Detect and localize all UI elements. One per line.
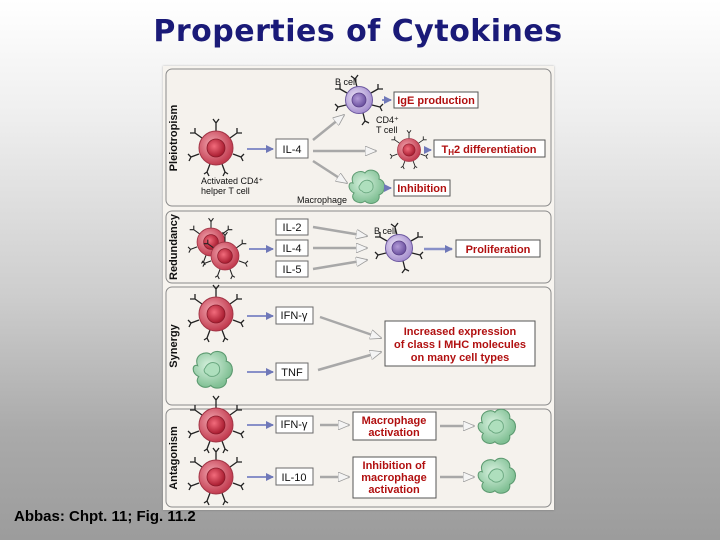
ifn-gamma-label: IFN-γ bbox=[281, 310, 308, 322]
figure-svg: Pleiotropism Activated CD4⁺ helper T cel… bbox=[165, 68, 552, 508]
il4-label: IL-4 bbox=[283, 144, 302, 156]
arrow-il5-to-b-cell bbox=[312, 260, 367, 271]
activation-line-1: Macrophage bbox=[362, 415, 427, 427]
tnf-label: TNF bbox=[281, 367, 303, 379]
antagonism-panel: Antagonism IFN-γ Macrophage activation I… bbox=[165, 395, 552, 508]
synergy-label: Synergy bbox=[168, 323, 180, 367]
ige-production-box bbox=[393, 91, 479, 109]
inhibition-box bbox=[393, 179, 451, 197]
il10-box bbox=[275, 467, 314, 486]
inhibition-line-1: Inhibition of bbox=[363, 460, 426, 472]
inhibition-of-activation-box bbox=[352, 456, 437, 499]
arrow-to-macrophage bbox=[312, 159, 347, 183]
mhc-expression-box bbox=[384, 320, 536, 367]
macrophage-activation-box bbox=[352, 411, 437, 441]
ige-production-label: IgE production bbox=[397, 95, 475, 107]
antagonism-label: Antagonism bbox=[168, 426, 180, 490]
activated-cd4-label: Activated CD4⁺ bbox=[201, 176, 264, 186]
il4-box-2 bbox=[275, 239, 309, 257]
arrow-to-b-cell bbox=[312, 115, 344, 141]
resting-macrophage-icon bbox=[477, 457, 517, 494]
il2-label: IL-2 bbox=[283, 222, 302, 234]
mhc-line-2: of class I MHC molecules bbox=[394, 339, 526, 351]
macrophage-label: Macrophage bbox=[297, 195, 347, 205]
slide-title: Properties of Cytokines bbox=[153, 14, 563, 49]
mhc-line-3: on many cell types bbox=[411, 352, 509, 364]
il4-box bbox=[275, 138, 309, 159]
il10-label: IL-10 bbox=[281, 472, 306, 484]
cytokine-properties-figure: Pleiotropism Activated CD4⁺ helper T cel… bbox=[163, 66, 554, 510]
cd4-label: CD4⁺ bbox=[376, 115, 399, 125]
tnf-box bbox=[275, 362, 309, 381]
ifn-gamma-label-2: IFN-γ bbox=[281, 419, 308, 431]
macrophage-icon bbox=[348, 169, 386, 204]
arrow-tnf-to-result bbox=[317, 352, 381, 372]
mhc-line-1: Increased expression bbox=[404, 326, 517, 338]
inhibition-label: Inhibition bbox=[397, 183, 447, 195]
pleiotropism-panel: Pleiotropism Activated CD4⁺ helper T cel… bbox=[165, 68, 552, 207]
synergy-panel: Synergy IFN-γ TNF Increased expression o… bbox=[165, 284, 552, 406]
il5-box bbox=[275, 260, 309, 278]
ifn-gamma-box bbox=[275, 306, 314, 325]
arrow-ifn-to-result bbox=[319, 315, 381, 338]
th2-differentiation-box bbox=[433, 139, 546, 158]
proliferation-label: Proliferation bbox=[466, 244, 531, 256]
activation-line-2: activation bbox=[368, 427, 420, 439]
pleiotropism-label: Pleiotropism bbox=[168, 104, 180, 171]
figure-caption: Abbas: Chpt. 11; Fig. 11.2 bbox=[14, 508, 196, 525]
proliferation-box bbox=[455, 239, 541, 258]
redundancy-panel: Redundancy IL-2 IL-4 IL-5 B cell Prolife… bbox=[165, 210, 552, 284]
il5-label: IL-5 bbox=[283, 264, 302, 276]
ifn-gamma-box-2 bbox=[275, 415, 314, 434]
macrophage-icon-synergy bbox=[192, 350, 233, 389]
helper-t-cell-label: helper T cell bbox=[201, 186, 250, 196]
redundancy-label: Redundancy bbox=[168, 213, 180, 280]
th2-differentiation-label: TH2 differentiation bbox=[441, 144, 536, 157]
inhibition-line-2: macrophage bbox=[361, 472, 426, 484]
il2-box bbox=[275, 218, 309, 236]
activated-macrophage-icon bbox=[477, 408, 517, 445]
b-cell-label: B cell bbox=[335, 77, 357, 87]
il4-label-2: IL-4 bbox=[283, 243, 302, 255]
inhibition-line-3: activation bbox=[368, 484, 420, 496]
b-cell-label-2: B cell bbox=[374, 226, 396, 236]
t-cell-label: T cell bbox=[376, 125, 397, 135]
arrow-il2-to-b-cell bbox=[312, 225, 367, 236]
